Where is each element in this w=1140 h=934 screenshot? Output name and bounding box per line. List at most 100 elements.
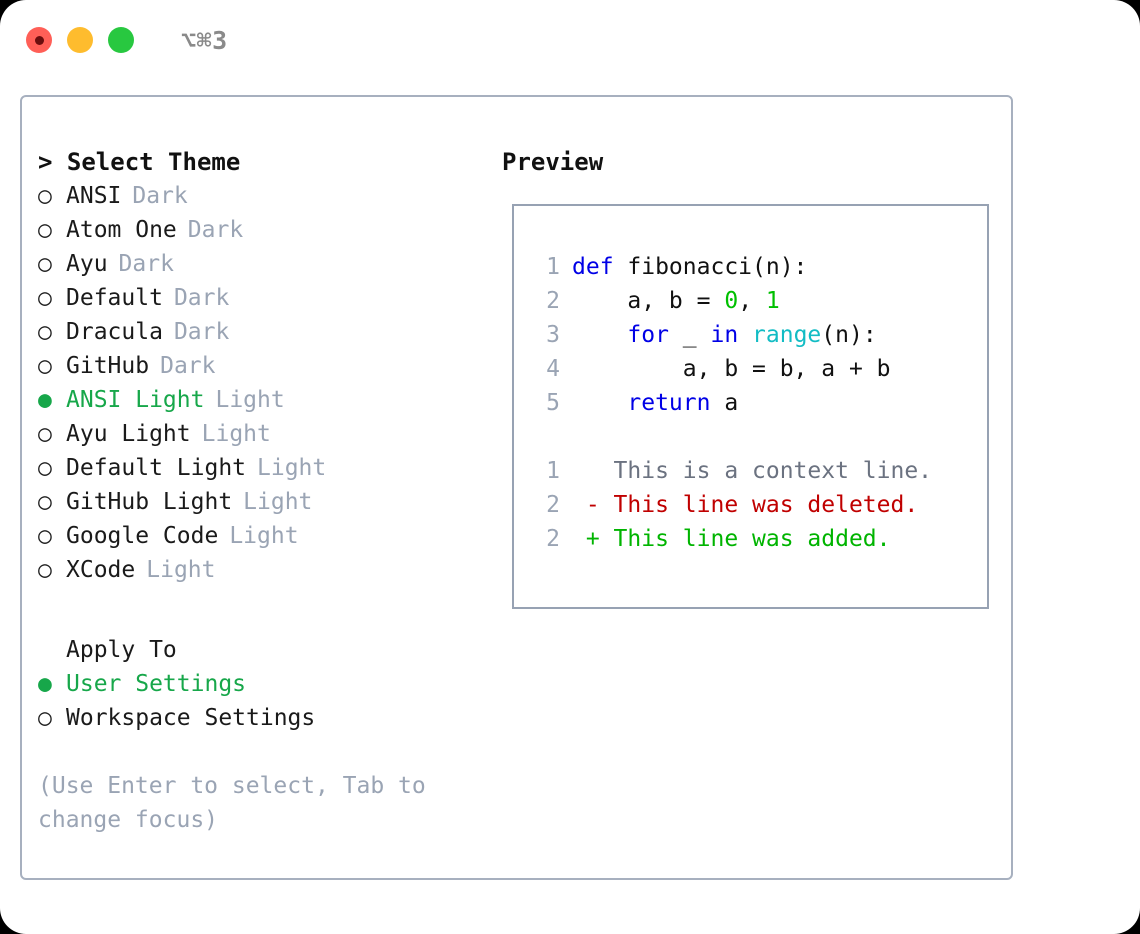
theme-variant-tag: Light	[229, 523, 299, 549]
line-number: 1	[546, 458, 560, 484]
close-button-icon[interactable]	[26, 27, 52, 53]
theme-variant-tag: Dark	[118, 251, 174, 277]
theme-option-row[interactable]: ○ Default Dark	[38, 281, 488, 315]
radio-unselected-icon[interactable]: ○	[38, 353, 52, 379]
minimize-button-icon[interactable]	[67, 27, 93, 53]
apply-to-option-row[interactable]: ● User Settings	[38, 667, 488, 701]
theme-name-label: Ayu	[66, 251, 108, 277]
code-token: in	[710, 322, 739, 348]
keyboard-hint-text: (Use Enter to select, Tab to change focu…	[38, 773, 426, 833]
radio-unselected-icon[interactable]: ○	[38, 421, 52, 447]
code-token	[738, 318, 752, 352]
theme-variant-tag: Dark	[173, 285, 230, 311]
code-line: 2 + This line was added.	[530, 522, 932, 556]
line-number	[530, 420, 560, 454]
theme-option-row[interactable]: ○ GitHub Light Light	[38, 485, 488, 519]
code-token: (n):	[821, 322, 877, 348]
code-line: 1 def fibonacci(n):	[530, 250, 932, 284]
theme-option-row[interactable]: ○ Google Code Light	[38, 519, 488, 553]
theme-name-label: Dracula	[66, 319, 163, 345]
line-number: 1	[546, 254, 560, 280]
code-token: _	[668, 322, 711, 348]
apply-to-list: ● User Settings ○Workspace Settings	[38, 667, 488, 735]
radio-selected-icon[interactable]: ●	[38, 387, 52, 413]
code-token: 1	[765, 288, 780, 314]
theme-option-row[interactable]: ○ Ayu Dark	[38, 247, 488, 281]
radio-unselected-icon[interactable]: ○	[38, 523, 52, 549]
theme-variant-tag: Light	[257, 455, 327, 481]
preview-column: Preview	[502, 145, 997, 179]
code-line: 3 for _ in range(n):	[530, 318, 932, 352]
code-token: 0	[724, 288, 739, 314]
keyboard-shortcut-label: ⌥⌘3	[181, 25, 228, 55]
theme-variant-tag: Light	[215, 387, 285, 413]
code-token	[572, 386, 627, 420]
theme-name-label: GitHub Light	[66, 489, 233, 515]
code-preview: 1 def fibonacci(n): 2 a, b = 0, 1 3 for _ i…	[530, 250, 932, 556]
radio-unselected-icon[interactable]: ○	[38, 705, 52, 731]
theme-name-label: GitHub	[66, 353, 150, 379]
apply-to-label: User Settings	[66, 671, 247, 697]
theme-variant-tag: Dark	[173, 319, 230, 345]
list-spacer	[38, 587, 488, 633]
code-token: a	[710, 390, 739, 416]
radio-unselected-icon[interactable]: ○	[38, 489, 52, 515]
code-token: range	[752, 322, 822, 348]
preview-box: 1 def fibonacci(n): 2 a, b = 0, 1 3 for _ i…	[512, 204, 989, 609]
theme-variant-tag: Light	[146, 557, 216, 583]
line-number: 2	[546, 288, 560, 314]
radio-unselected-icon[interactable]: ○	[38, 557, 52, 583]
theme-variant-tag: Dark	[187, 217, 244, 243]
theme-variant-tag: Light	[243, 489, 313, 515]
theme-option-row[interactable]: ○ ANSI Dark	[38, 179, 488, 213]
code-token: for	[627, 322, 669, 348]
theme-variant-tag: Light	[201, 421, 271, 447]
radio-unselected-icon[interactable]: ○	[38, 319, 52, 345]
radio-unselected-icon[interactable]: ○	[38, 285, 52, 311]
code-line: 2 - This line was deleted.	[530, 488, 932, 522]
hint-spacer	[38, 735, 488, 769]
theme-name-label: Google Code	[66, 523, 219, 549]
maximize-button-icon[interactable]	[108, 27, 134, 53]
theme-option-row[interactable]: ○ Dracula Dark	[38, 315, 488, 349]
radio-unselected-icon[interactable]: ○	[38, 217, 52, 243]
theme-option-row[interactable]: ● ANSI Light Light	[38, 383, 488, 417]
window-titlebar: ⌥⌘3	[0, 0, 1140, 80]
theme-name-label: Ayu Light	[66, 421, 191, 447]
theme-option-row[interactable]: ○ GitHub Dark	[38, 349, 488, 383]
code-token: a, b =	[572, 288, 725, 314]
radio-unselected-icon[interactable]: ○	[38, 251, 52, 277]
theme-name-label: ANSI	[66, 183, 122, 209]
code-token: + This line was added.	[572, 526, 891, 552]
apply-to-option-row[interactable]: ○Workspace Settings	[38, 701, 488, 735]
code-token: fibonacci(n):	[613, 254, 808, 280]
preview-heading: Preview	[502, 148, 604, 176]
radio-unselected-icon[interactable]: ○	[38, 183, 52, 209]
theme-variant-tag: Dark	[160, 353, 216, 379]
radio-unselected-icon[interactable]: ○	[38, 455, 52, 481]
code-token: def	[572, 254, 614, 280]
theme-variant-tag: Dark	[132, 183, 188, 209]
code-token	[572, 318, 627, 352]
window-controls	[26, 27, 134, 53]
code-token: return	[627, 390, 711, 416]
select-theme-heading: > Select Theme	[38, 148, 241, 176]
radio-selected-icon[interactable]: ●	[38, 671, 52, 697]
code-token: ,	[738, 288, 766, 314]
theme-option-row[interactable]: ○ Ayu Light Light	[38, 417, 488, 451]
code-token: - This line was deleted.	[572, 492, 919, 518]
code-token	[572, 420, 586, 454]
code-line	[530, 420, 932, 454]
theme-name-label: Default	[66, 285, 163, 311]
line-number: 4	[546, 356, 560, 382]
code-token: a, b = b, a + b	[572, 356, 891, 382]
theme-name-label: ANSI Light	[66, 387, 205, 413]
line-number: 2	[546, 492, 560, 518]
